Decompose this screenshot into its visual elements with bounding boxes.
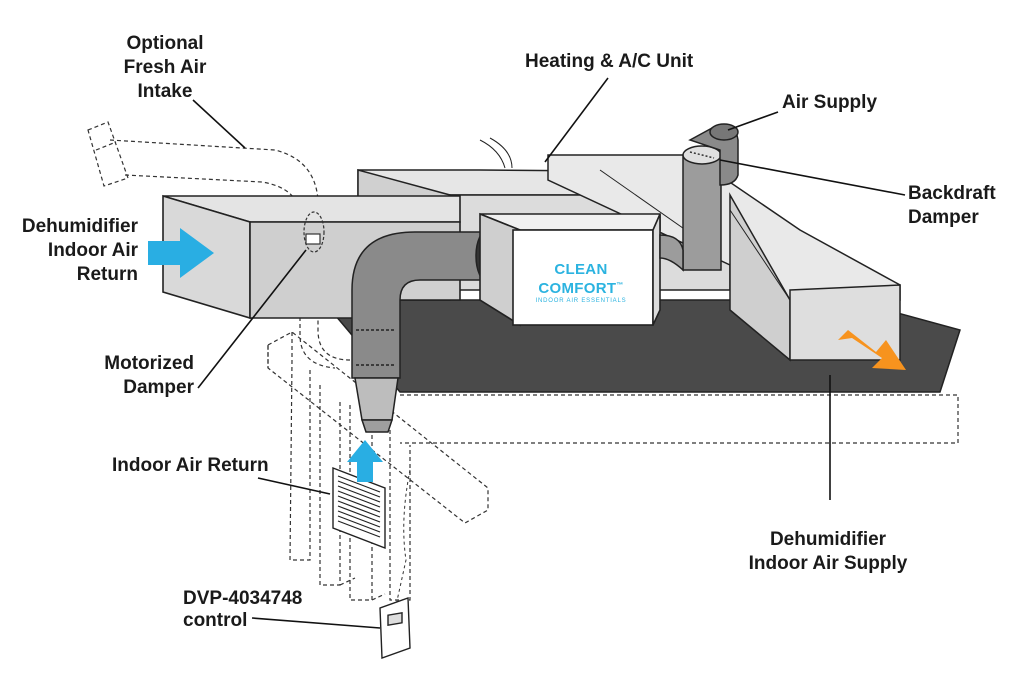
motorized-damper bbox=[303, 211, 325, 253]
label-air-supply: Air Supply bbox=[782, 91, 877, 115]
air-supply-pipe bbox=[659, 123, 739, 272]
label-line: Fresh Air bbox=[123, 57, 207, 78]
return-airflow-arrow bbox=[148, 228, 214, 278]
brand-name: CLEAN COMFORT bbox=[538, 261, 617, 297]
indoor-return-airflow-arrow bbox=[347, 440, 383, 482]
brand-tagline: INDOOR AIR ESSENTIALS bbox=[535, 298, 627, 304]
label-dehumidifier-indoor-air-return: Dehumidifier Indoor Air Return bbox=[0, 215, 138, 287]
brand-trademark: ™ bbox=[616, 282, 624, 289]
leader-lines bbox=[192, 77, 906, 629]
label-fresh-air-intake: Optional Fresh Air Intake bbox=[110, 32, 220, 104]
label-heating-ac-unit: Heating & A/C Unit bbox=[525, 50, 693, 74]
label-line: Dehumidifier bbox=[769, 529, 887, 550]
label-line: Air Supply bbox=[782, 92, 878, 113]
supply-airflow-arrow bbox=[838, 330, 906, 370]
dashed-joists bbox=[267, 331, 489, 601]
label-line: Damper bbox=[908, 207, 979, 228]
label-line: Return bbox=[76, 264, 138, 285]
label-line: DVP-4034748 bbox=[183, 588, 303, 609]
return-collar bbox=[354, 377, 399, 433]
label-line: Indoor Air bbox=[47, 240, 138, 261]
label-motorized-damper: Motorized Damper bbox=[90, 352, 194, 400]
label-backdraft-damper: Backdraft Damper bbox=[908, 182, 996, 230]
label-line: Intake bbox=[137, 81, 193, 102]
label-line: Damper bbox=[123, 377, 194, 398]
dvp-control-box bbox=[379, 597, 411, 659]
label-line: Dehumidifier bbox=[21, 216, 138, 237]
label-line: Optional bbox=[126, 33, 204, 54]
label-line: control bbox=[183, 610, 248, 631]
supply-plenum-duct bbox=[547, 154, 901, 362]
return-grille bbox=[332, 466, 386, 550]
label-line: Heating & A/C Unit bbox=[525, 51, 694, 72]
label-line: Motorized bbox=[104, 353, 194, 374]
label-line: Indoor Air Return bbox=[112, 455, 269, 476]
label-indoor-air-return: Indoor Air Return bbox=[112, 454, 269, 478]
label-dvp-control: DVP-4034748 control bbox=[183, 588, 302, 632]
label-dehumidifier-indoor-air-supply: Dehumidifier Indoor Air Supply bbox=[738, 528, 918, 576]
label-line: Indoor Air Supply bbox=[748, 553, 908, 574]
dashed-floor-outline bbox=[400, 394, 959, 444]
dehumidifier-brand: CLEAN COMFORT™ INDOOR AIR ESSENTIALS bbox=[519, 262, 643, 305]
label-line: Backdraft bbox=[908, 183, 996, 204]
dehumidifier-unit bbox=[479, 212, 661, 327]
